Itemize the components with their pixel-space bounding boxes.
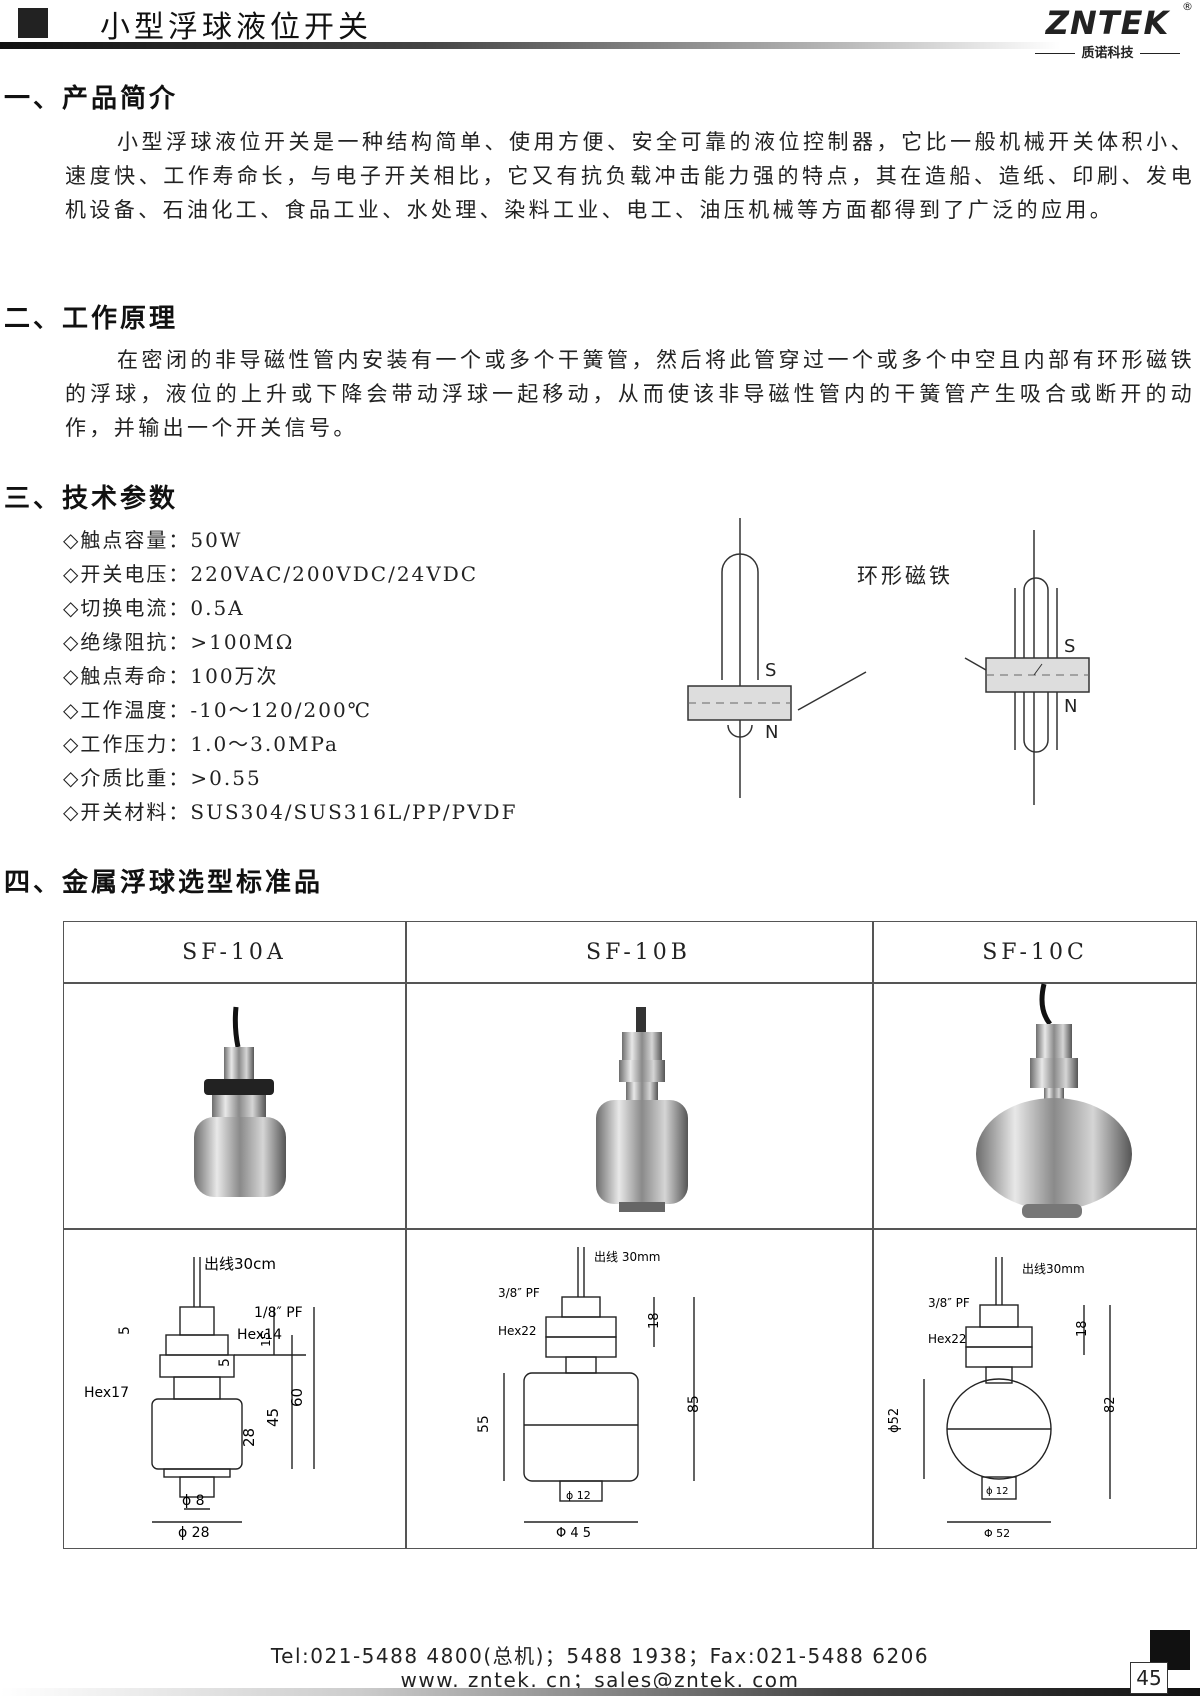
diagram-n-right: N	[1064, 696, 1078, 717]
dim-b-85: 85	[686, 1395, 702, 1413]
section-heading-specs: 三、技术参数	[4, 484, 179, 514]
dim-a-lead: 出线30cm	[204, 1255, 276, 1273]
logo-text: ZNTEK	[1045, 4, 1170, 42]
model-name-sf10a: SF-10A	[182, 940, 287, 965]
footer-contact-phone: Tel:021-5488 4800(总机)；5488 1938；Fax:021-…	[270, 1644, 930, 1668]
dim-a-5b: 5	[217, 1358, 233, 1367]
spec-item: ◇绝缘阻抗：>100MΩ	[63, 630, 295, 654]
page-title: 小型浮球液位开关	[100, 10, 372, 45]
dim-c-hex: Hex22	[928, 1332, 967, 1346]
spec-item: ◇开关材料：SUS304/SUS316L/PP/PVDF	[63, 800, 518, 824]
logo-registered-mark: ®	[1182, 0, 1193, 13]
dim-c-18: 18	[1075, 1320, 1090, 1337]
photo-sf10a	[194, 1006, 286, 1197]
spec-item: ◇工作压力：1.0～3.0MPa	[63, 732, 339, 756]
reed-switch-diagram	[687, 518, 1090, 805]
dim-a-thread: 1/8″ PF	[254, 1305, 303, 1321]
dim-a-phi28: ϕ 28	[178, 1525, 210, 1541]
brand-logo: ZNTEK ® 质诺科技	[1020, 0, 1195, 61]
dim-a-phi8: ϕ 8	[182, 1493, 205, 1509]
diagram-s-left: S	[765, 660, 777, 681]
dim-b-18: 18	[647, 1312, 662, 1329]
section-heading-models: 四、金属浮球选型标准品	[4, 868, 324, 898]
section-heading-intro: 一、产品简介	[4, 84, 179, 114]
dim-a-60: 60	[288, 1388, 306, 1407]
page-number: 45	[1130, 1662, 1168, 1694]
diagram-label-magnet: 环形磁铁	[857, 564, 953, 588]
dim-b-55: 55	[476, 1415, 492, 1433]
spec-item: ◇切换电流：0.5A	[63, 596, 245, 620]
model-table: SF-10A SF-10B SF-10C	[63, 921, 1197, 1549]
header-square-mark	[18, 8, 48, 38]
principle-paragraph: 在密闭的非导磁性管内安装有一个或多个干簧管，然后将此管穿过一个或多个中空且内部有…	[65, 348, 1195, 440]
dim-c-phi52-vertical: ϕ52	[887, 1408, 902, 1433]
dim-b-lead: 出线 30mm	[594, 1250, 660, 1264]
photo-sf10c	[976, 983, 1132, 1218]
diagram-s-right: S	[1064, 636, 1076, 657]
section-heading-principle: 二、工作原理	[4, 304, 179, 334]
diagram-n-left: N	[765, 722, 779, 743]
spec-item: ◇触点容量：50W	[63, 528, 243, 552]
dim-b-phi45: Φ 4 5	[556, 1526, 591, 1541]
dim-a-28: 28	[240, 1428, 258, 1447]
spec-list: ◇触点容量：50W ◇开关电压：220VAC/200VDC/24VDC ◇切换电…	[63, 523, 517, 829]
dim-c-thread: 3/8″ PF	[928, 1296, 970, 1310]
intro-paragraph: 小型浮球液位开关是一种结构简单、使用方便、安全可靠的液位控制器，它比一般机械开关…	[65, 130, 1195, 222]
model-name-sf10c: SF-10C	[982, 940, 1088, 965]
model-name-sf10b: SF-10B	[586, 940, 691, 965]
photo-sf10b	[596, 1007, 688, 1212]
header-rule	[0, 42, 1060, 49]
dim-a-hex14: Hex14	[237, 1327, 282, 1343]
dim-c-phi12: ϕ 12	[986, 1486, 1009, 1497]
footer-rule	[0, 1688, 1200, 1696]
spec-item: ◇触点寿命：100万次	[63, 664, 279, 688]
drawing-sf10a: 出线30cm 1/8″ PF Hex14 Hex17 5 5 15 28 45 …	[84, 1255, 315, 1541]
spec-item: ◇介质比重：>0.55	[63, 766, 262, 790]
dim-a-5a: 5	[117, 1326, 133, 1335]
dim-c-82: 82	[1103, 1396, 1118, 1413]
dim-a-hex17: Hex17	[84, 1385, 129, 1401]
dim-c-lead: 出线30mm	[1022, 1262, 1085, 1276]
dim-a-15: 15	[259, 1332, 273, 1347]
dim-c-phi52: Φ 52	[984, 1527, 1010, 1540]
drawing-sf10c: 出线30mm 3/8″ PF Hex22 18 ϕ52 82 ϕ 12 Φ 52	[887, 1257, 1118, 1540]
drawing-sf10b: 出线 30mm 3/8″ PF Hex22 18 55 85 ϕ 12 Φ 4 …	[476, 1247, 702, 1541]
dim-a-45: 45	[264, 1408, 282, 1427]
dim-b-hex: Hex22	[498, 1324, 537, 1338]
dim-b-thread: 3/8″ PF	[498, 1286, 540, 1300]
dim-b-phi12: ϕ 12	[566, 1489, 591, 1502]
spec-item: ◇开关电压：220VAC/200VDC/24VDC	[63, 562, 479, 586]
spec-item: ◇工作温度：-10～120/200℃	[63, 698, 373, 722]
logo-subtitle: 质诺科技	[1020, 42, 1195, 61]
